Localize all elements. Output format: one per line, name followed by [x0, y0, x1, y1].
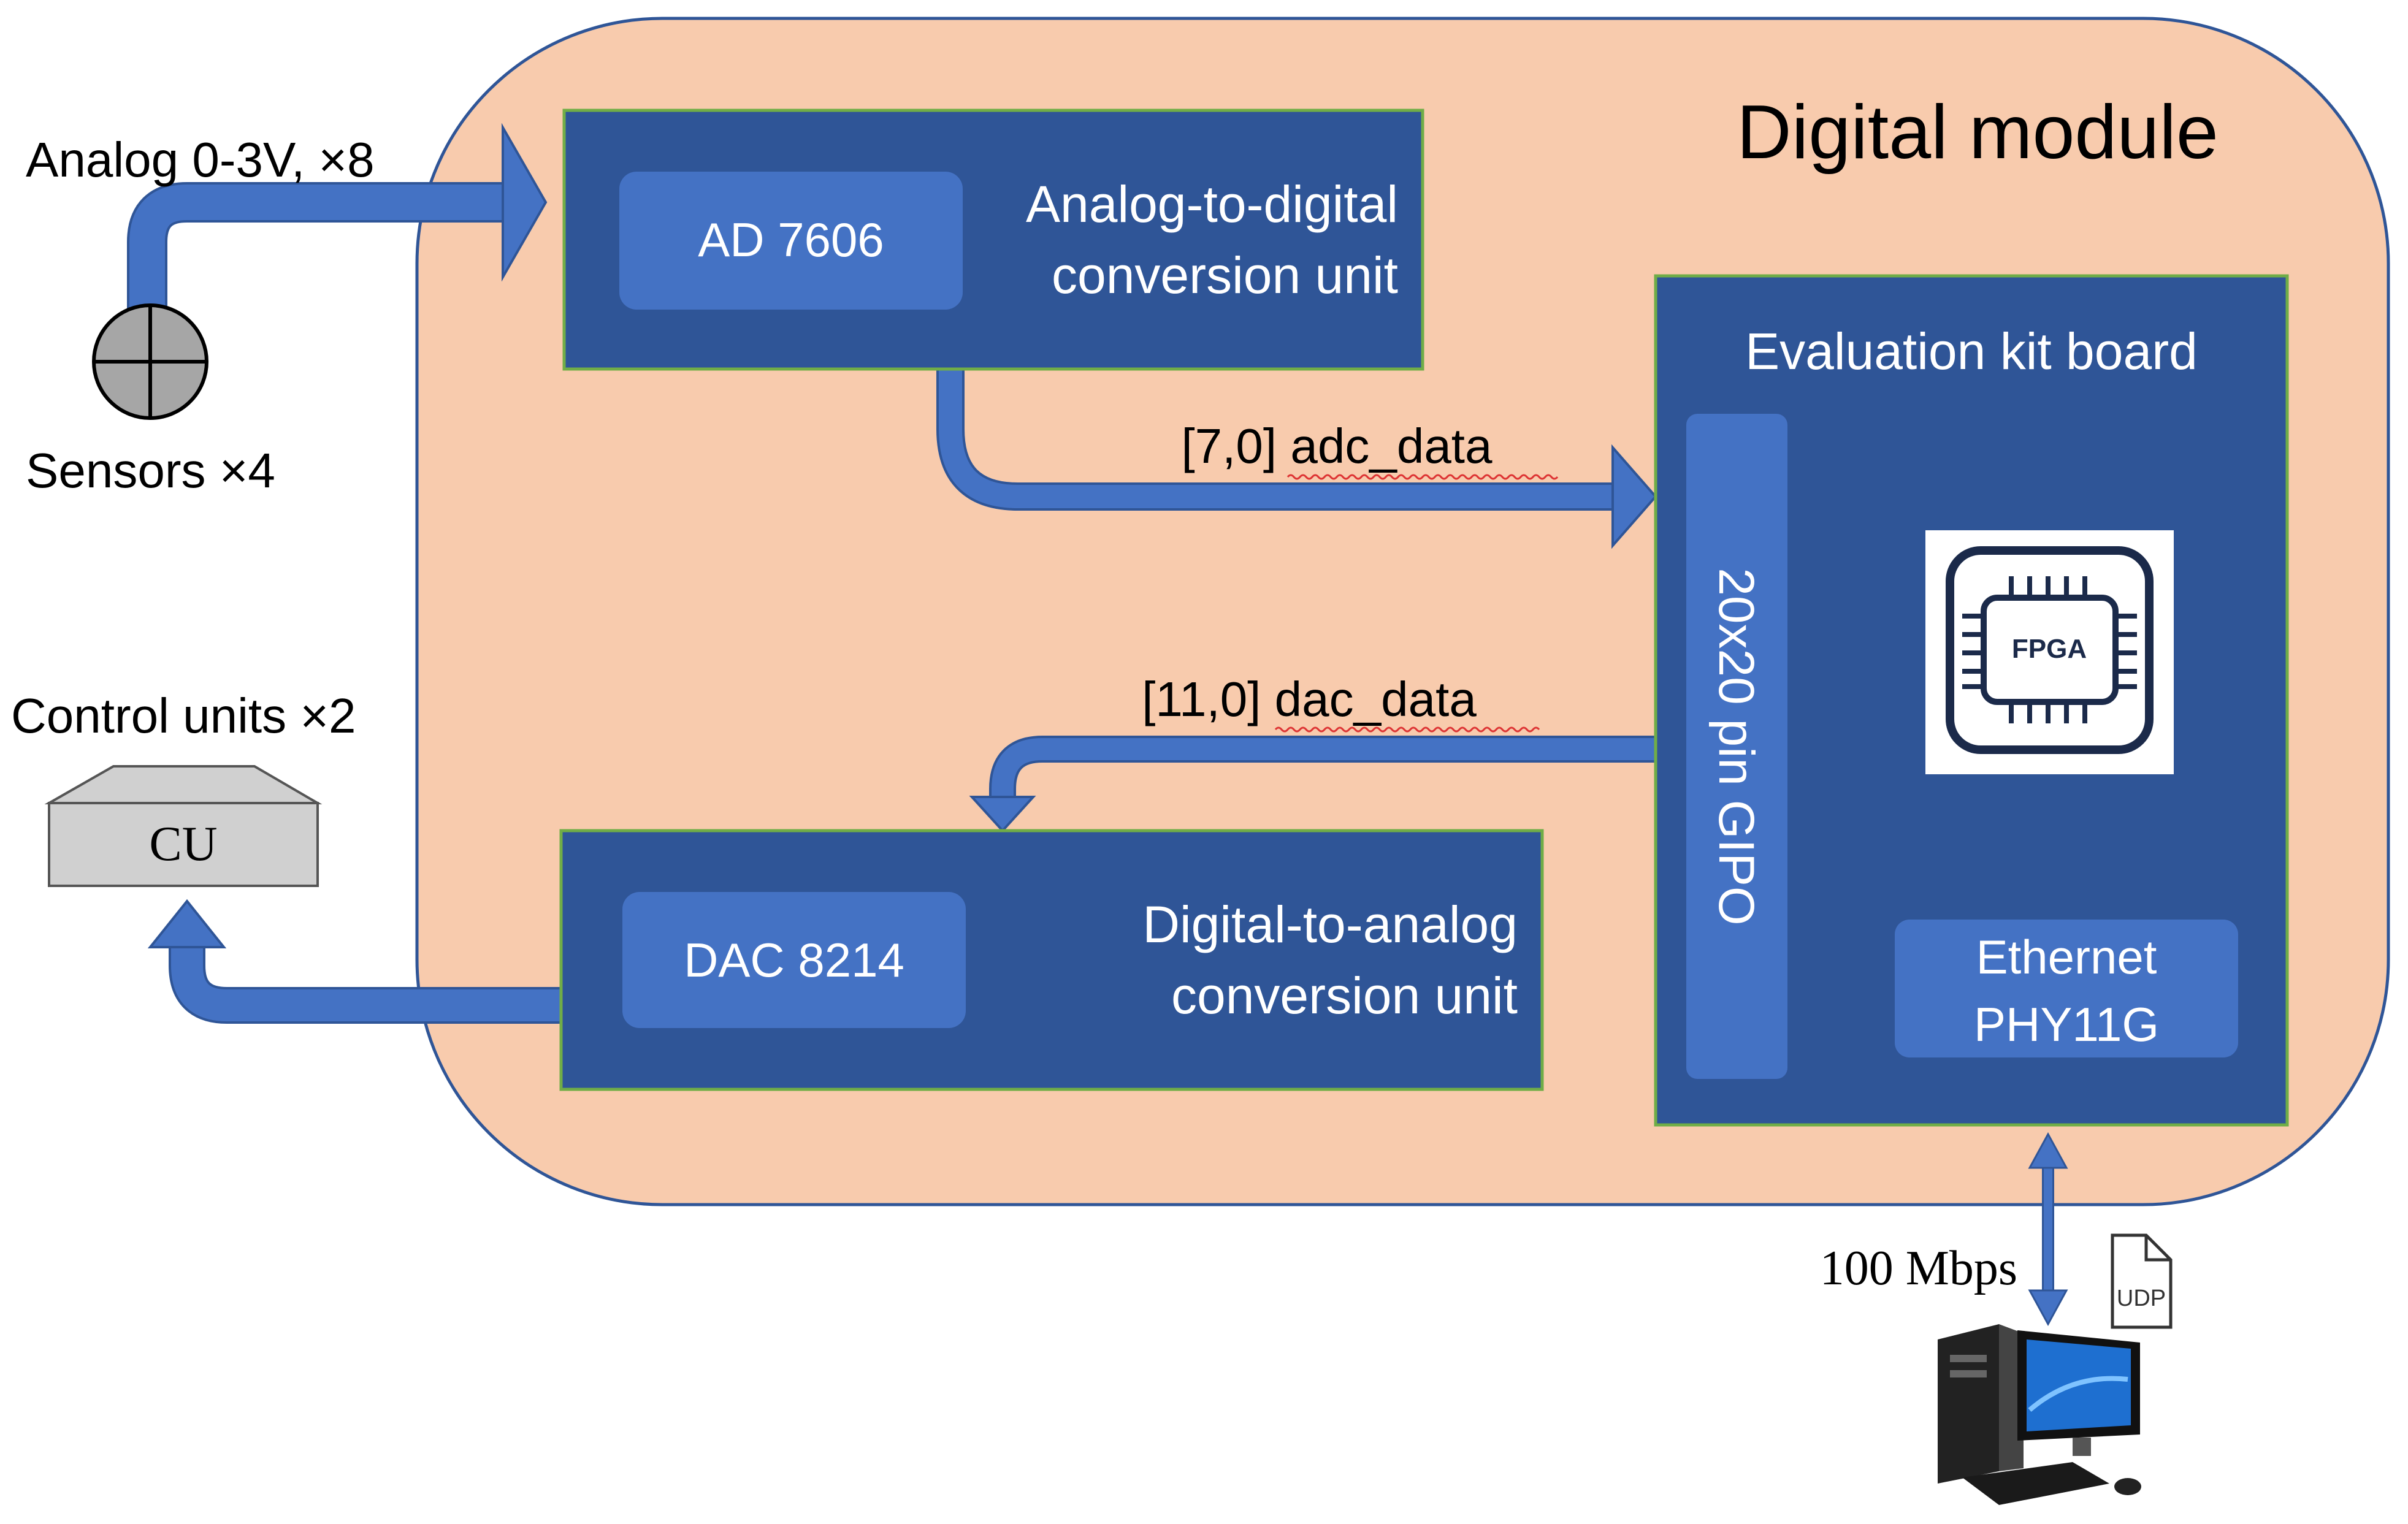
udp-label: UDP: [2117, 1286, 2166, 1311]
ethernet-label-line1: Ethernet: [1976, 930, 2157, 984]
computer-icon: [1938, 1324, 2141, 1505]
evaluation-board-title: Evaluation kit board: [1745, 322, 2198, 380]
dac-unit-title-line2: conversion unit: [1171, 967, 1518, 1024]
digital-module-title: Digital module: [1737, 90, 2219, 175]
fpga-icon: FPGA: [1925, 530, 2174, 774]
dac-data-squiggle: [1274, 726, 1540, 733]
analog-input-label: Analog 0-3V, ×8: [26, 132, 375, 187]
sensors-label: Sensors ×4: [26, 443, 275, 498]
ad7606-chip: [619, 172, 963, 310]
sensor-icon: [92, 303, 208, 420]
adc-unit-title-line2: conversion unit: [1052, 246, 1398, 304]
dac8214-chip: [622, 892, 966, 1028]
gpio-label: 20x20 pin GIPO: [1708, 568, 1764, 925]
analog-input-arrow: [127, 123, 548, 313]
dac-unit-title-line1: Digital-to-analog: [1142, 896, 1518, 953]
dac-data-arrow: [969, 736, 1680, 832]
ethernet-label-line2: PHY11G: [1974, 997, 2159, 1051]
adc-data-label: [7,0] adc_data: [1181, 419, 1493, 473]
fpga-icon-label: FPGA: [2012, 634, 2087, 664]
control-output-arrow: [147, 899, 564, 1024]
ad7606-label: AD 7606: [698, 213, 884, 267]
dac-data-label: [11,0] dac_data: [1142, 672, 1477, 726]
gpio-connector: [1686, 414, 1787, 1079]
adc-unit-title-line1: Analog-to-digital: [1026, 175, 1398, 233]
udp-file-icon: UDP: [2111, 1233, 2173, 1329]
control-unit-icon: CU: [44, 765, 323, 887]
ethernet-link-arrow: [2028, 1132, 2068, 1327]
adc-data-squiggle: [1286, 474, 1559, 480]
control-units-label: Control units ×2: [11, 688, 356, 743]
link-speed-label: 100 Mbps: [1820, 1241, 2017, 1295]
cu-label: CU: [149, 817, 217, 871]
adc-data-arrow: [936, 368, 1657, 549]
ethernet-phy-block: [1895, 920, 2238, 1057]
dac8214-label: DAC 8214: [684, 933, 904, 987]
